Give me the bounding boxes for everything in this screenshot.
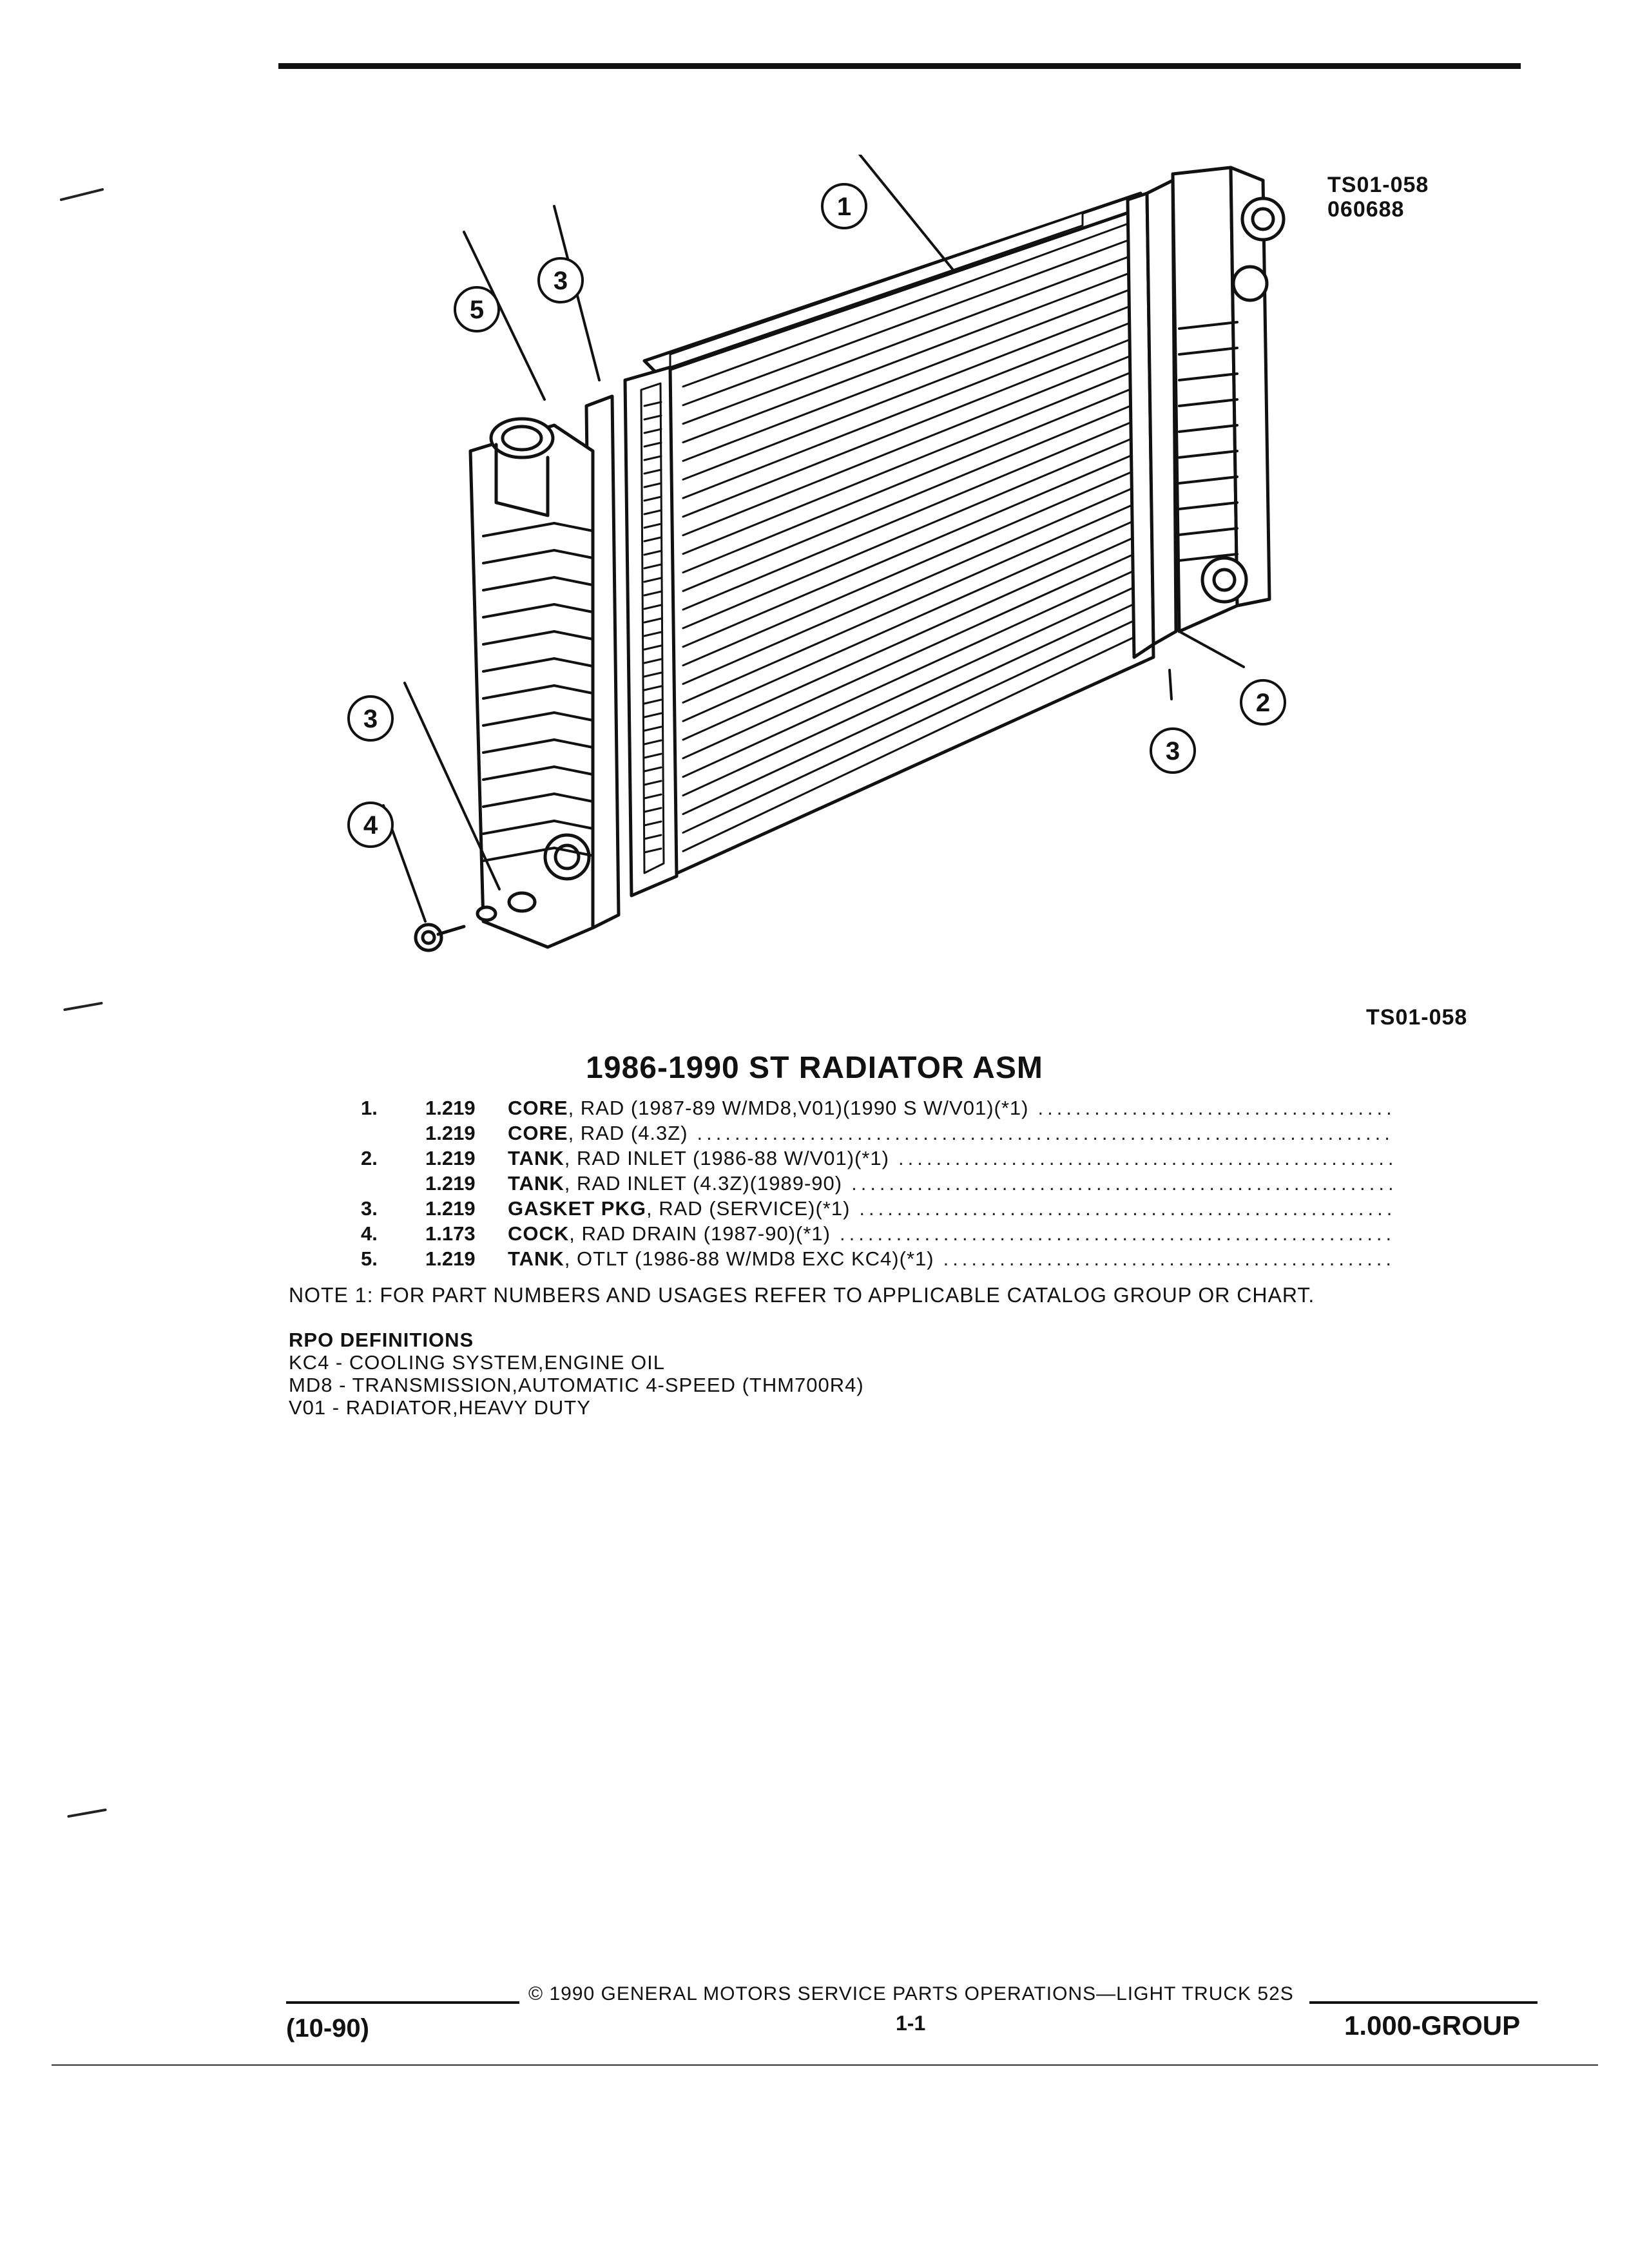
figure-date: 060688 — [1327, 197, 1405, 222]
part-row: 1.219 TANK, RAD INLET (4.3Z)(1989-90) — [361, 1171, 1392, 1196]
footer-group: 1.000-GROUP — [1344, 2010, 1521, 2041]
rpo-item-kc4: KC4 - COOLING SYSTEM,ENGINE OIL — [289, 1351, 665, 1374]
figure-code-block: TS01-058 060688 — [1327, 173, 1429, 222]
part-row: 3. 1.219 GASKET PKG, RAD (SERVICE)(*1) — [361, 1196, 1392, 1221]
callout-3-top: 3 — [537, 257, 584, 303]
leader-dots — [697, 1120, 1392, 1146]
part-number: 5. — [361, 1247, 378, 1270]
outlet-tank — [468, 417, 595, 949]
part-name: GASKET PKG — [508, 1197, 646, 1220]
part-number: 4. — [361, 1222, 378, 1245]
svg-text:5: 5 — [470, 296, 484, 324]
radiator-exploded-diagram: 1 2 3 3 3 4 5 — [347, 155, 1286, 952]
rpo-item-v01: V01 - RADIATOR,HEAVY DUTY — [289, 1396, 591, 1419]
radiator-core — [642, 191, 1155, 878]
figure-code: TS01-058 — [1327, 173, 1429, 197]
part-description: , RAD INLET (4.3Z)(1989-90) — [564, 1172, 843, 1195]
drain-cock — [414, 891, 537, 952]
binder-hole-mark — [59, 187, 104, 202]
part-name: TANK — [508, 1147, 564, 1169]
inlet-tank — [1171, 166, 1286, 633]
footer-copyright: © 1990 GENERAL MOTORS SERVICE PARTS OPER… — [528, 1983, 1294, 2004]
right-gasket — [1126, 178, 1178, 659]
footer-date: (10-90) — [286, 2014, 369, 2042]
part-name: CORE — [508, 1097, 568, 1119]
leader-dots — [943, 1246, 1392, 1271]
part-row: 5. 1.219 TANK, OTLT (1986-88 W/MD8 EXC KC4… — [361, 1246, 1392, 1271]
callout-3-left: 3 — [347, 695, 394, 742]
note-text: NOTE 1: FOR PART NUMBERS AND USAGES REFE… — [289, 1283, 1315, 1307]
part-name: CORE — [508, 1122, 568, 1144]
callout-leaders — [382, 155, 1245, 923]
bottom-rule — [52, 2064, 1598, 2066]
svg-text:1: 1 — [837, 193, 851, 221]
part-name: TANK — [508, 1172, 564, 1195]
callout-1: 1 — [821, 183, 867, 229]
leader-dots — [840, 1221, 1392, 1246]
part-description: , RAD DRAIN (1987-90)(*1) — [569, 1222, 831, 1245]
part-group: 1.219 — [425, 1122, 476, 1144]
svg-text:3: 3 — [1166, 737, 1180, 765]
binder-hole-mark — [63, 1001, 103, 1012]
figure-code-bottom: TS01-058 — [1366, 1005, 1468, 1030]
footer-page-number: 1-1 — [896, 2012, 926, 2035]
leader-dots — [859, 1196, 1392, 1221]
part-description: , RAD (4.3Z) — [568, 1122, 688, 1144]
part-group: 1.219 — [425, 1172, 476, 1195]
part-number: 3. — [361, 1197, 378, 1220]
part-row: 1. 1.219 CORE, RAD (1987-89 W/MD8,V01)(199… — [361, 1095, 1392, 1120]
part-group: 1.219 — [425, 1197, 476, 1220]
callout-bubbles: 1 2 3 3 3 4 5 — [347, 183, 1286, 848]
svg-text:3: 3 — [363, 705, 378, 733]
assembly-title: 1986-1990 ST RADIATOR ASM — [586, 1051, 1043, 1085]
part-description: , RAD (1987-89 W/MD8,V01)(1990 S W/V01)(… — [568, 1097, 1029, 1119]
part-group: 1.219 — [425, 1247, 476, 1270]
svg-text:4: 4 — [363, 811, 378, 840]
part-row: 2. 1.219 TANK, RAD INLET (1986-88 W/V01)(*… — [361, 1146, 1392, 1171]
footer-rule-right — [1309, 2001, 1537, 2004]
svg-text:2: 2 — [1256, 689, 1270, 717]
part-description: , OTLT (1986-88 W/MD8 EXC KC4)(*1) — [564, 1247, 934, 1270]
part-description: , RAD INLET (1986-88 W/V01)(*1) — [564, 1147, 890, 1169]
part-number: 2. — [361, 1147, 378, 1169]
leader-dots — [1037, 1095, 1392, 1120]
part-group: 1.219 — [425, 1097, 476, 1119]
part-row: 1.219 CORE, RAD (4.3Z) — [361, 1120, 1392, 1146]
leader-dots — [851, 1171, 1392, 1196]
callout-4: 4 — [347, 802, 394, 848]
part-row: 4. 1.173 COCK, RAD DRAIN (1987-90)(*1) — [361, 1221, 1392, 1246]
part-description: , RAD (SERVICE)(*1) — [646, 1197, 851, 1220]
part-group: 1.219 — [425, 1147, 476, 1169]
rpo-item-md8: MD8 - TRANSMISSION,AUTOMATIC 4-SPEED (TH… — [289, 1374, 864, 1396]
part-number: 1. — [361, 1097, 378, 1119]
part-group: 1.173 — [425, 1222, 476, 1245]
callout-5: 5 — [454, 286, 500, 332]
callout-3-right: 3 — [1150, 727, 1196, 774]
svg-text:3: 3 — [554, 267, 568, 295]
left-gasket-inner — [623, 365, 679, 898]
rpo-title: RPO DEFINITIONS — [289, 1329, 474, 1351]
footer-rule-left — [286, 2001, 519, 2004]
callout-2: 2 — [1240, 679, 1286, 726]
top-rule — [278, 63, 1521, 69]
part-name: TANK — [508, 1247, 564, 1270]
rpo-definitions: RPO DEFINITIONS KC4 - COOLING SYSTEM,ENG… — [289, 1329, 864, 1419]
binder-hole-mark — [67, 1808, 107, 1818]
leader-dots — [898, 1146, 1392, 1171]
part-name: COCK — [508, 1222, 570, 1245]
